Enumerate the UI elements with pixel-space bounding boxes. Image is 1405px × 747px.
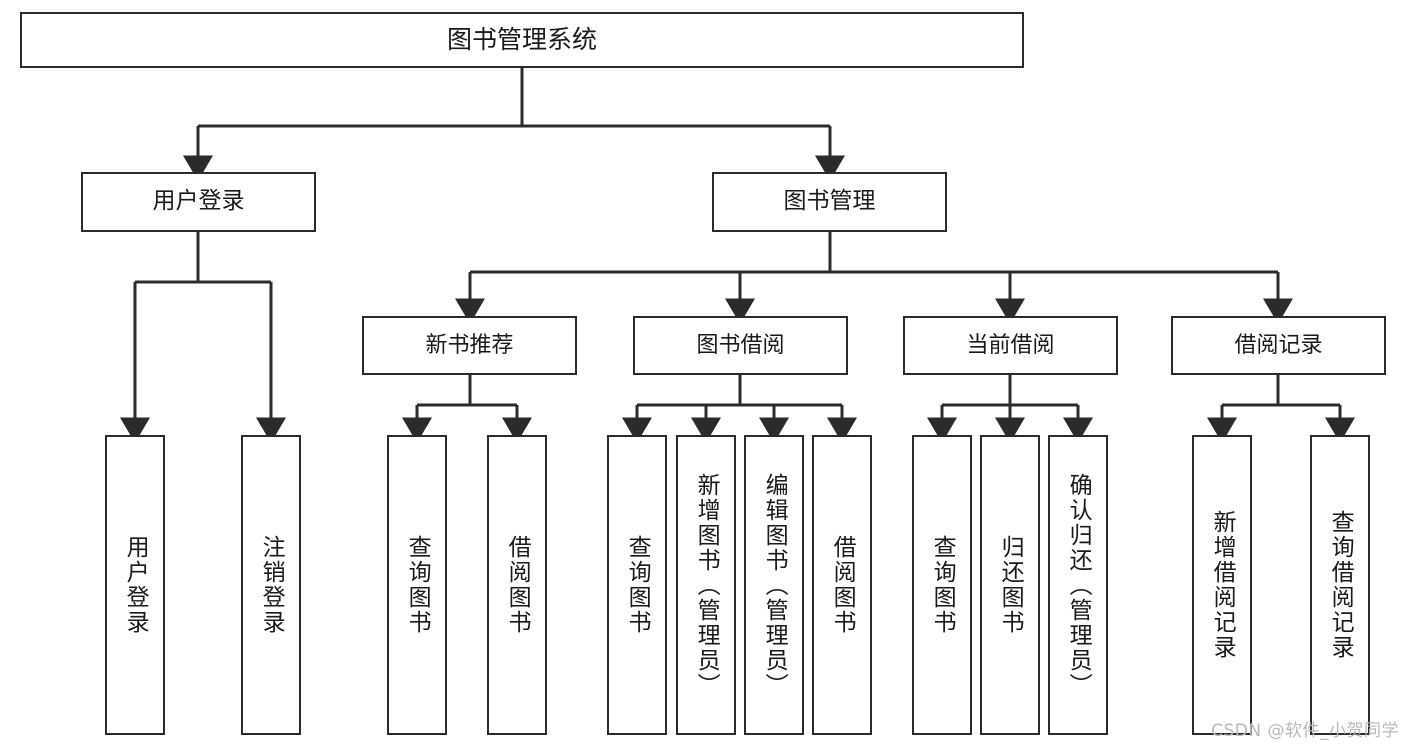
leaf-current-confirm-return-admin-label: 确认归还（管理员） <box>1065 472 1092 698</box>
leaf-current-confirm-return-admin[interactable]: 确认归还（管理员） <box>1048 435 1108 735</box>
leaf-borrow-add-book-admin[interactable]: 新增图书（管理员） <box>676 435 736 735</box>
node-current-borrow[interactable]: 当前借阅 <box>903 316 1118 375</box>
leaf-record-add-borrow-record[interactable]: 新增借阅记录 <box>1192 435 1252 735</box>
leaf-user-logout-label: 注销登录 <box>258 535 285 635</box>
leaf-record-query-borrow-record-label: 查询借阅记录 <box>1327 510 1354 660</box>
leaf-recommendation-borrow-book[interactable]: 借阅图书 <box>487 435 547 735</box>
leaf-recommendation-query-book-label: 查询图书 <box>404 535 431 635</box>
leaf-borrow-edit-book-admin-label: 编辑图书（管理员） <box>761 472 788 698</box>
node-new-book-recommendation-label: 新书推荐 <box>425 332 514 358</box>
node-book-borrow-label: 图书借阅 <box>696 332 785 358</box>
node-new-book-recommendation[interactable]: 新书推荐 <box>362 316 577 375</box>
leaf-current-query-book[interactable]: 查询图书 <box>912 435 972 735</box>
leaf-user-logout[interactable]: 注销登录 <box>241 435 301 735</box>
node-borrow-record[interactable]: 借阅记录 <box>1171 316 1386 375</box>
node-current-borrow-label: 当前借阅 <box>966 332 1055 358</box>
leaf-borrow-query-book[interactable]: 查询图书 <box>607 435 667 735</box>
leaf-current-return-book[interactable]: 归还图书 <box>980 435 1040 735</box>
leaf-record-add-borrow-record-label: 新增借阅记录 <box>1209 510 1236 660</box>
node-user-login[interactable]: 用户登录 <box>81 172 316 232</box>
leaf-borrow-edit-book-admin[interactable]: 编辑图书（管理员） <box>744 435 804 735</box>
node-user-login-label: 用户登录 <box>152 188 245 215</box>
leaf-recommendation-borrow-book-label: 借阅图书 <box>504 535 531 635</box>
leaf-current-query-book-label: 查询图书 <box>929 535 956 635</box>
leaf-borrow-add-book-admin-label: 新增图书（管理员） <box>693 472 720 698</box>
leaf-borrow-lend-book-label: 借阅图书 <box>829 535 856 635</box>
leaf-borrow-query-book-label: 查询图书 <box>624 535 651 635</box>
node-borrow-record-label: 借阅记录 <box>1234 332 1323 358</box>
leaf-user-login[interactable]: 用户登录 <box>105 435 165 735</box>
node-book-manage[interactable]: 图书管理 <box>712 172 947 232</box>
leaf-recommendation-query-book[interactable]: 查询图书 <box>387 435 447 735</box>
node-root-label: 图书管理系统 <box>446 25 597 55</box>
csdn-watermark: CSDN @软件_小贺同学 <box>1211 721 1399 741</box>
leaf-current-return-book-label: 归还图书 <box>997 535 1024 635</box>
leaf-user-login-label: 用户登录 <box>122 535 149 635</box>
node-root[interactable]: 图书管理系统 <box>20 12 1024 68</box>
node-book-manage-label: 图书管理 <box>783 188 876 215</box>
leaf-borrow-lend-book[interactable]: 借阅图书 <box>812 435 872 735</box>
node-book-borrow[interactable]: 图书借阅 <box>633 316 848 375</box>
leaf-record-query-borrow-record[interactable]: 查询借阅记录 <box>1310 435 1370 735</box>
